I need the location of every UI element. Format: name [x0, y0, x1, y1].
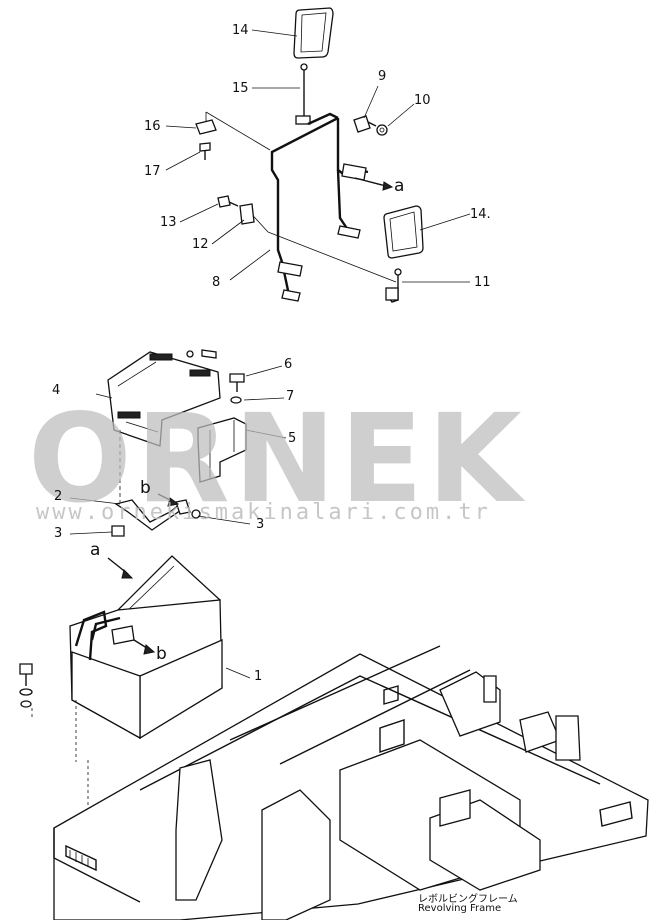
callout-10: 10 — [414, 93, 431, 108]
watermark-brand: ORNEK — [28, 388, 526, 530]
callout-a-lower: a — [90, 540, 101, 560]
leader-lines-upper — [165, 29, 471, 283]
callout-1: 1 — [254, 669, 263, 684]
callout-13: 13 — [160, 215, 177, 230]
cushion-pad-right — [383, 205, 424, 259]
watermark-url: www.ornekismakinalari.com.tr — [36, 500, 491, 525]
callout-2: 2 — [54, 489, 63, 504]
callout-a-upper: a — [394, 176, 405, 196]
callout-12: 12 — [192, 237, 209, 252]
bracket-assembly — [95, 349, 247, 537]
storage-box — [19, 555, 223, 832]
callout-8: 8 — [212, 275, 221, 290]
caption-japanese: レボルビングフレーム — [418, 894, 518, 905]
callout-16: 16 — [144, 119, 161, 134]
handrail-assembly — [195, 7, 424, 303]
callout-17: 17 — [144, 164, 161, 179]
callout-3-right: 3 — [256, 517, 265, 532]
leader-lines-lower — [225, 667, 251, 679]
callout-11: 11 — [474, 275, 491, 290]
callout-4: 4 — [52, 383, 61, 398]
callout-b-upper: b — [140, 478, 151, 498]
callout-15: 15 — [232, 81, 249, 96]
callout-3-left: 3 — [54, 526, 63, 541]
callout-14-top: 14 — [232, 23, 249, 38]
leader-lines-middle — [69, 365, 287, 535]
callout-6: 6 — [284, 357, 293, 372]
callout-14-right: 14. — [470, 207, 491, 222]
callout-b-lower: b — [156, 644, 167, 664]
callout-7: 7 — [286, 389, 295, 404]
cushion-pad-top — [293, 7, 334, 59]
revolving-frame — [53, 645, 649, 920]
callout-5: 5 — [288, 431, 297, 446]
caption-english: Revolving Frame — [418, 903, 502, 914]
callout-9: 9 — [378, 69, 387, 84]
